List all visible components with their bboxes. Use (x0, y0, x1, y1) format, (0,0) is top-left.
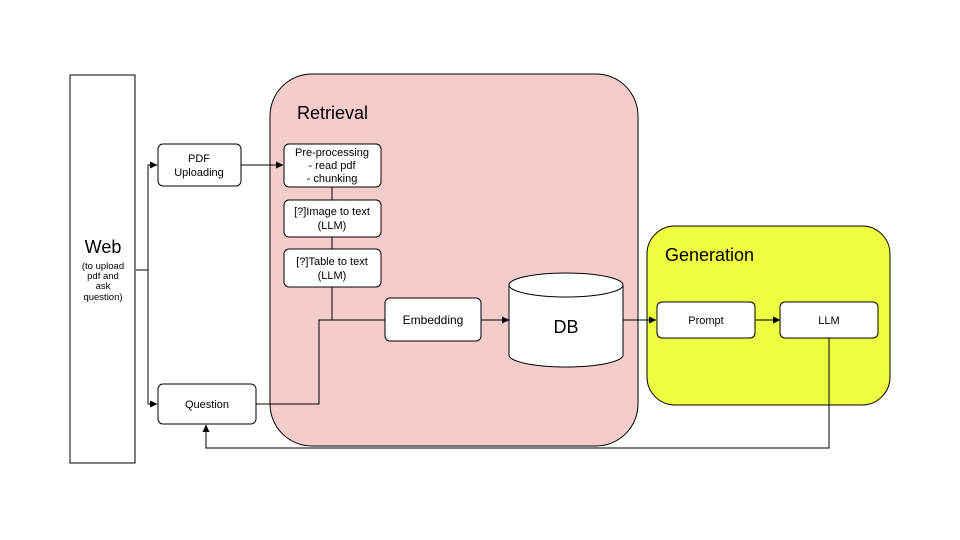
edge-llm-to-question (202, 338, 830, 449)
db-label: DB (553, 317, 578, 337)
web-node-subtitle-line-3: ask (96, 281, 111, 292)
pdf-uploading-line-1: PDF (188, 153, 210, 165)
embedding-label: Embedding (403, 313, 464, 327)
edge-web-to-question (147, 270, 158, 408)
web-node: Web (to upload pdf and ask question) (69, 74, 136, 464)
llm-node: LLM (779, 301, 879, 339)
db-cylinder-top (508, 272, 624, 298)
preprocessing-node: Pre-processing - read pdf - chunking (283, 143, 382, 188)
edge-question-to-embedding (256, 319, 332, 405)
preprocessing-line-2: - read pdf (308, 160, 356, 172)
db-cylinder-body (508, 284, 624, 368)
llm-label: LLM (818, 315, 839, 327)
generation-group-label: Generation (665, 245, 754, 265)
table-to-text-node: [?]Table to text (LLM) (283, 248, 382, 288)
edges (136, 161, 830, 449)
image-to-text-line-1: [?]Image to text (294, 206, 370, 218)
image-to-text-node: [?]Image to text (LLM) (283, 199, 382, 238)
pdf-uploading-node: PDF Uploading (157, 143, 242, 187)
web-node-title: Web (85, 237, 122, 257)
table-to-text-line-2: (LLM) (318, 270, 347, 282)
pdf-uploading-line-2: Uploading (174, 167, 224, 179)
web-node-subtitle-line-2: pdf and (87, 271, 119, 282)
table-to-text-line-1: [?]Table to text (296, 256, 368, 268)
image-to-text-line-2: (LLM) (318, 220, 347, 232)
embedding-node: Embedding (384, 297, 482, 342)
question-node: Question (157, 383, 257, 425)
retrieval-group-label: Retrieval (297, 103, 368, 123)
web-node-subtitle-line-1: (to upload (82, 261, 124, 272)
edge-web-to-pdf-uploading (136, 161, 158, 271)
prompt-node: Prompt (656, 301, 756, 339)
web-node-subtitle-line-4: question) (83, 292, 122, 303)
prompt-label: Prompt (688, 315, 723, 327)
preprocessing-line-1: Pre-processing (295, 147, 369, 159)
question-label: Question (185, 399, 229, 411)
db-node: DB (508, 272, 624, 368)
preprocessing-line-3: - chunking (307, 173, 358, 185)
